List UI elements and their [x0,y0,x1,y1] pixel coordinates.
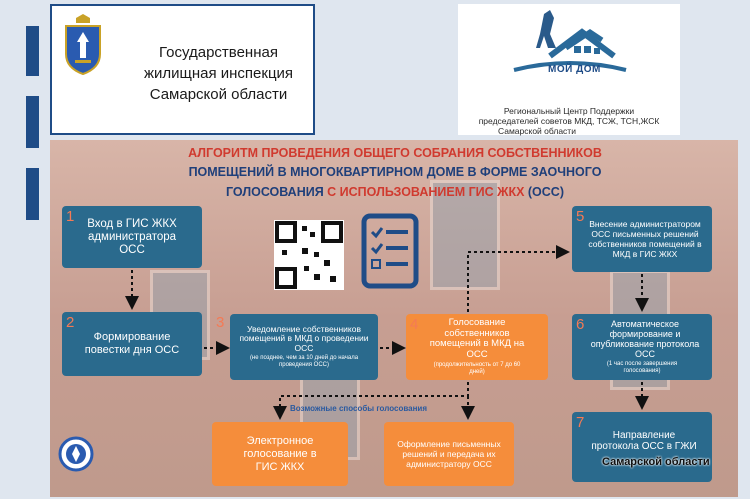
step-2-node: 2 Формирование повестки дня ОСС [62,312,202,376]
title-part: С ИСПОЛЬЗОВАНИЕМ ГИС ЖКХ [327,185,525,199]
poster-title-line: АЛГОРИТМ ПРОВЕДЕНИЯ ОБЩЕГО СОБРАНИЯ СОБС… [188,146,602,160]
oss-algorithm-poster: АЛГОРИТМ ПРОВЕДЕНИЯ ОБЩЕГО СОБРАНИЯ СОБС… [50,140,738,497]
title-part: (ОСС) [524,185,564,199]
moi-dom-name: МОЙ ДОМ [548,64,601,75]
side-accent-bar [26,96,39,148]
house-roof-icon [513,10,627,72]
moi-dom-logo-card: МОЙ ДОМ Региональный Центр Поддержки пре… [458,4,680,136]
voting-methods-label: Возможные способы голосования [290,404,428,413]
overlay-region-label: Самарской области [602,456,710,468]
step-note: (продолжительность от 7 до 60 дней) [433,362,521,375]
gji-title-line: Государственная [159,44,278,61]
step-text: Вход в ГИС ЖКХ администратора ОСС [87,217,177,256]
step-3-node: 3 Уведомление собственников помещений в … [216,314,378,380]
step-1-node: 1 Вход в ГИС ЖКХ администратора ОСС [62,206,202,268]
flow-arrows [125,245,649,420]
samara-coat-of-arms-icon [65,14,101,76]
qr-code-icon [274,220,344,290]
step-text: Автоматическое формирование и опубликова… [590,319,700,359]
step-note: (1 час после завершения голосования) [606,361,678,374]
background-window [430,180,500,290]
gji-title-line: жилищная инспекция [143,65,294,82]
method-text: Оформление письменных решений и передача… [397,439,501,469]
step-text: Уведомление собственников помещений в МК… [239,323,369,353]
side-accent-bar [26,168,39,220]
step-number: 4 [410,316,419,333]
step-number: 7 [576,414,585,431]
moi-dom-subtitle: председателей советов МКД, ТСЖ, ТСН,ЖСК [478,116,660,126]
step-text: Внесение администратором ОСС письменных … [588,219,702,259]
side-accent-bar [26,26,39,76]
arrow-to-electronic [273,382,469,420]
title-part: ГОЛОСОВАНИЯ [226,185,328,199]
step-5-node: 5 Внесение администратором ОСС письменны… [572,206,712,272]
gji-header-card: Государственная жилищная инспекция Самар… [50,4,315,135]
step-number: 6 [576,316,585,333]
poster-title: АЛГОРИТМ ПРОВЕДЕНИЯ ОБЩЕГО СОБРАНИЯ СОБС… [145,144,645,202]
step-number: 2 [66,314,75,331]
electronic-voting-node: Электронное голосование в ГИС ЖКХ [212,422,348,486]
step-number: 5 [576,208,585,225]
step-note: (не позднее, чем за 10 дней до начала пр… [249,355,359,369]
step-number: 1 [66,208,75,225]
gji-title: Государственная жилищная инспекция Самар… [126,42,311,105]
step-6-node: 6 Автоматическое формирование и опублико… [572,314,712,380]
gji-title-line: Самарской области [149,86,288,103]
poster-title-line: ГОЛОСОВАНИЯ С ИСПОЛЬЗОВАНИЕМ ГИС ЖКХ (ОС… [145,182,645,202]
step-text: Формирование повестки дня ОСС [84,331,180,356]
method-text: Электронное голосование в ГИС ЖКХ [243,434,317,473]
moi-dom-subtitle: Региональный Центр Поддержки [503,106,635,116]
step-text: Голосование собственников помещений в МК… [429,317,525,360]
gzhi-seal-icon [58,436,94,472]
checklist-clipboard-icon [361,213,419,289]
step-7-node: 7 Направление протокола ОСС в ГЖИ [572,412,712,482]
step-text: Направление протокола ОСС в ГЖИ [591,430,697,452]
paper-voting-node: Оформление письменных решений и передача… [384,422,514,486]
moi-dom-subtitle: Самарской области [498,126,576,136]
arrow-4-to-5 [467,245,570,312]
poster-title-line: ПОМЕЩЕНИЙ В МНОГОКВАРТИРНОМ ДОМЕ В ФОРМЕ… [188,165,602,179]
step-4-node: 4 Голосование собственников помещений в … [406,314,548,380]
step-number: 3 [216,314,225,331]
